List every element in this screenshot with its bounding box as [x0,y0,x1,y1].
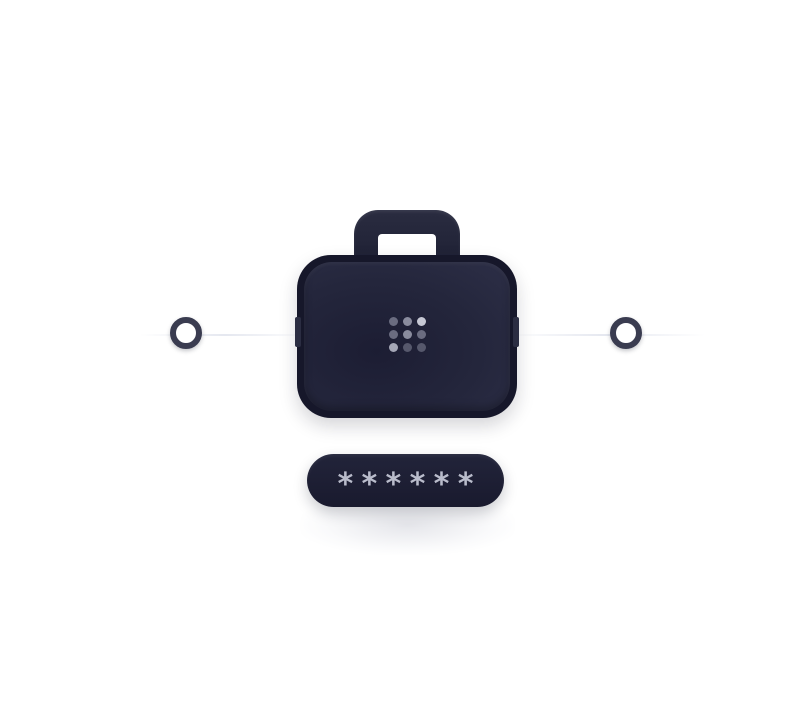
ring-icon [170,317,202,349]
ring-icon [610,317,642,349]
keypad-dot [417,343,426,352]
connector-line-left [140,334,310,336]
keypad-dot [389,343,398,352]
briefcase-icon [295,255,519,418]
password-field[interactable]: ****** [307,454,504,507]
keypad-dot [403,317,412,326]
connector-line-right [505,334,705,336]
keypad-dot [417,317,426,326]
keypad-dot [403,343,412,352]
keypad-dot [417,330,426,339]
keypad-icon [389,317,429,357]
password-mask: ****** [336,466,481,502]
keypad-dot [389,317,398,326]
keypad-dot [389,330,398,339]
keypad-dot [403,330,412,339]
